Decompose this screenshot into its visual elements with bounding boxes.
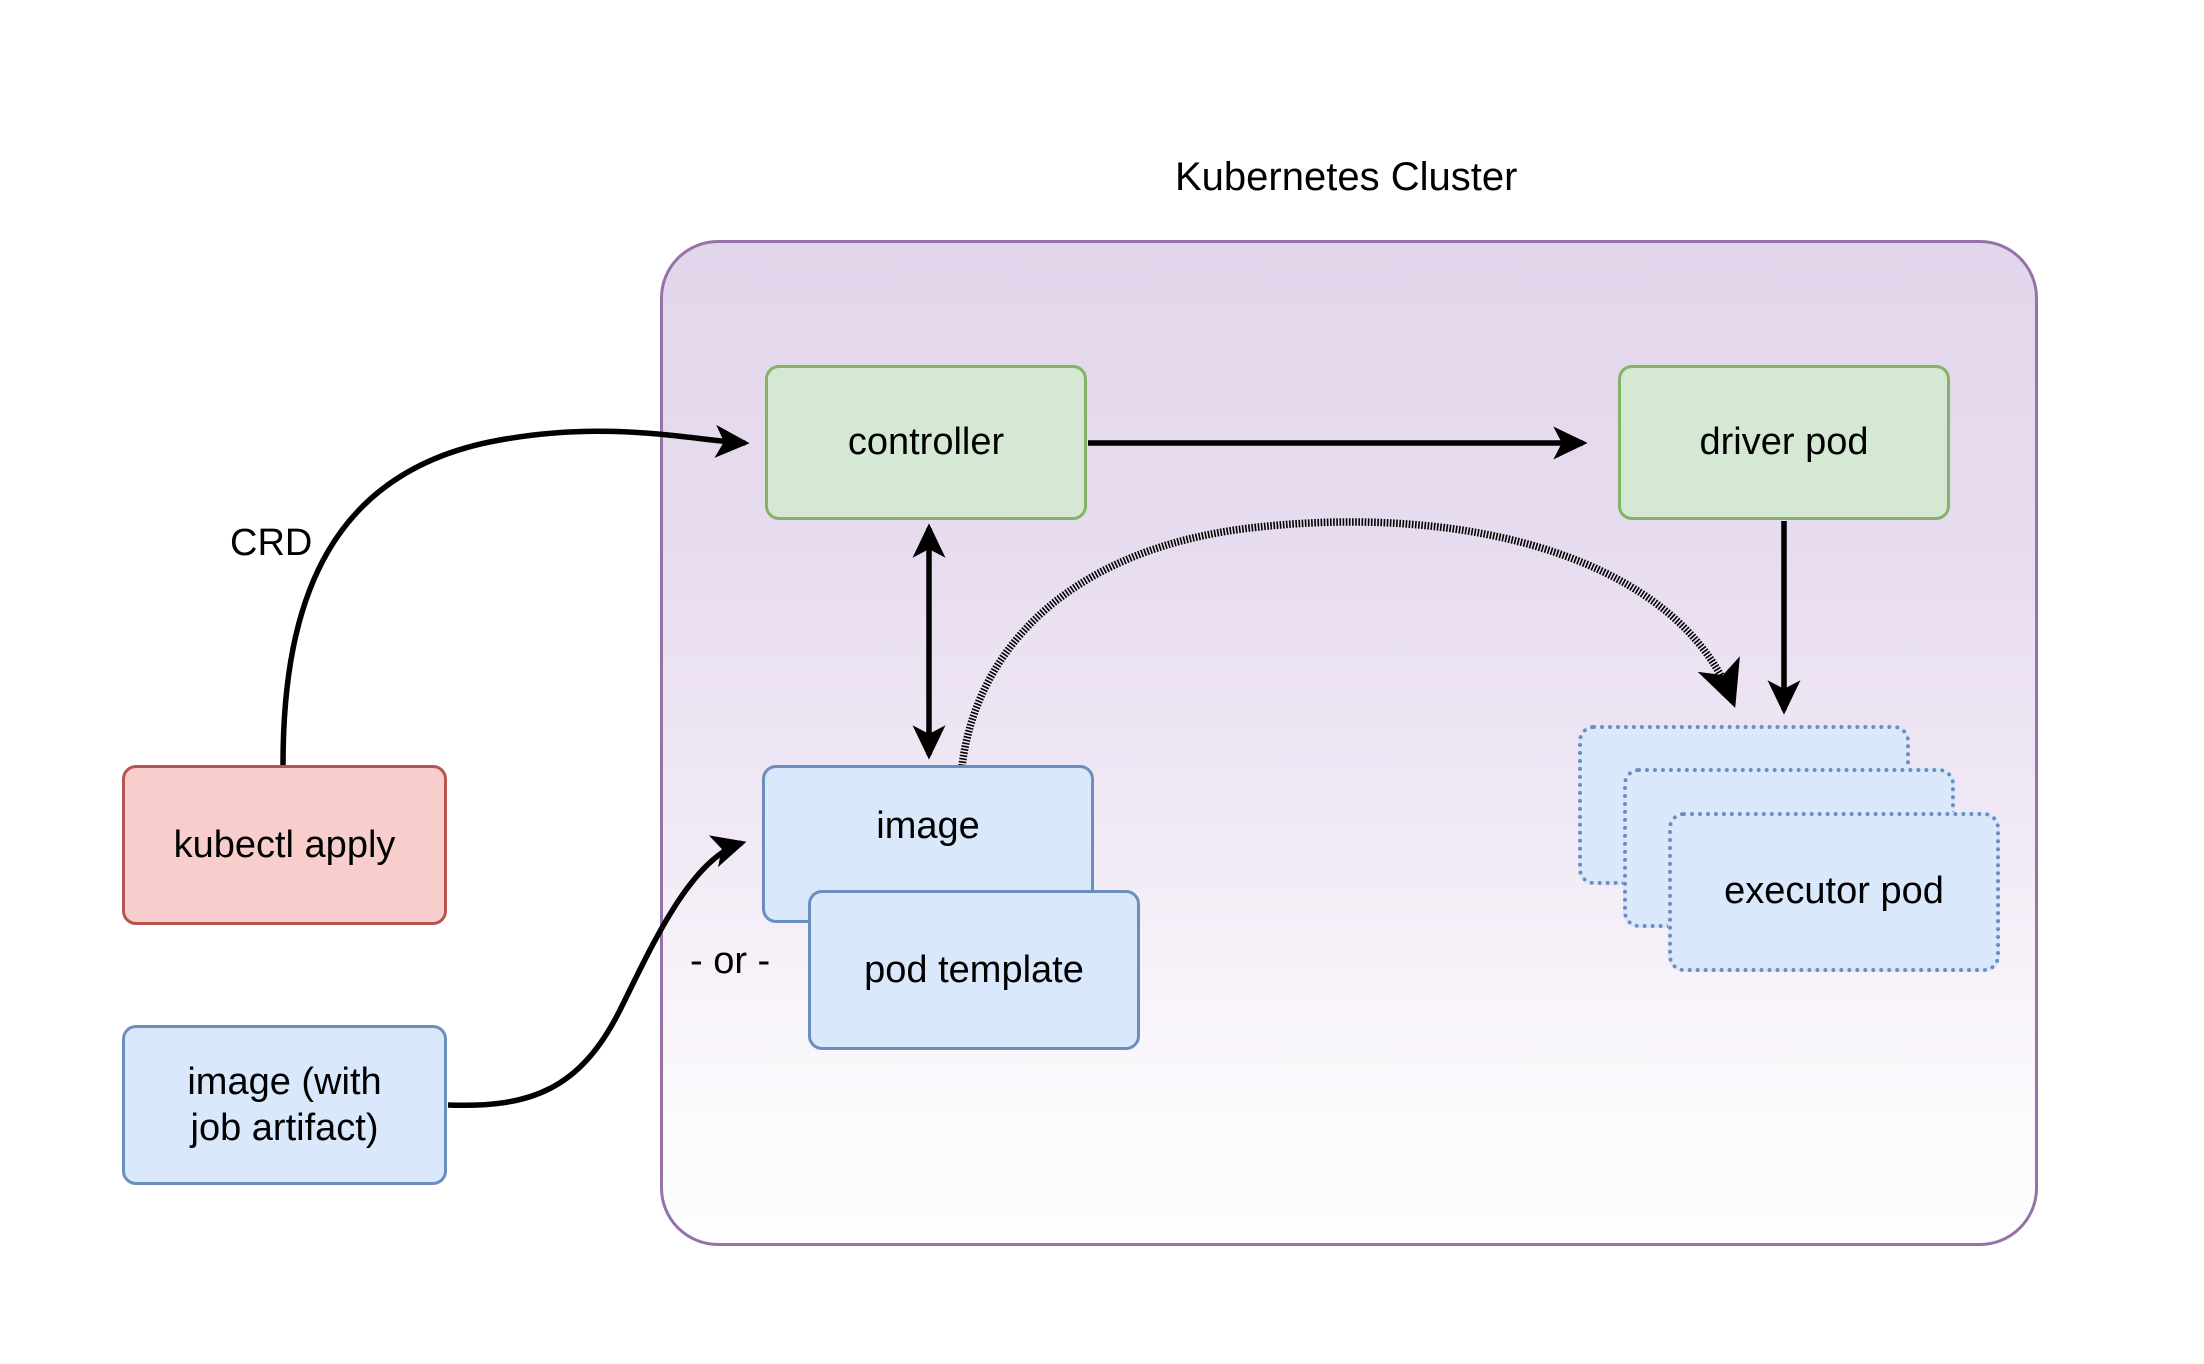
node-pod-template-label: pod template (864, 948, 1084, 991)
node-executor-pod-front[interactable]: executor pod (1668, 812, 2000, 972)
node-driver-pod-label: driver pod (1699, 421, 1869, 464)
node-driver-pod[interactable]: driver pod (1618, 365, 1950, 520)
node-image-artifact-line1: image (with (187, 1060, 382, 1103)
node-pod-template[interactable]: pod template (808, 890, 1140, 1050)
edge-label-crd: CRD (230, 522, 313, 564)
node-controller-label: controller (847, 421, 1005, 464)
node-image-artifact-line2: job artifact) (190, 1107, 379, 1149)
node-controller[interactable]: controller (765, 365, 1087, 520)
cluster-title: Kubernetes Cluster (1175, 155, 1518, 199)
node-image-with-job-artifact[interactable]: image (with job artifact) (122, 1025, 447, 1185)
node-executor-pod-front-label: executor pod (1724, 870, 1944, 912)
edge-label-or: - or - (690, 940, 771, 982)
node-kubectl-apply-label: kubectl apply (173, 823, 396, 866)
node-image-label: image (876, 804, 980, 847)
node-kubectl-apply[interactable]: kubectl apply (122, 765, 447, 925)
